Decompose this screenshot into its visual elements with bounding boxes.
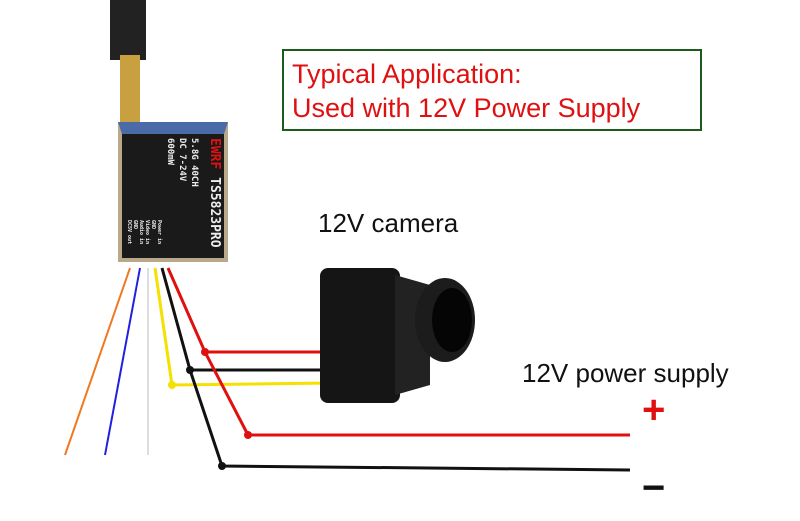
- title-line-1: Typical Application:: [292, 59, 522, 89]
- blue-wire: [104, 267, 141, 456]
- black-wire-camera: [160, 267, 330, 372]
- junction-dot: [168, 381, 176, 389]
- orange-wire: [64, 267, 131, 456]
- spec: 5.8G 40CH: [189, 138, 199, 187]
- sma-connector: [120, 55, 140, 125]
- module-specs: 5.8G 40CH DC 7-24V 600mW: [164, 138, 200, 187]
- yellow-wire: [153, 267, 331, 387]
- brand: EWRF: [207, 138, 222, 170]
- video-transmitter-module: EWRF TS5823PRO 5.8G 40CH DC 7-24V 600mW …: [118, 122, 228, 262]
- junction-dot: [244, 431, 252, 439]
- module-pins: Power in GND Video in Audio in GND DC5V …: [126, 220, 162, 244]
- power-supply-label: 12V power supply: [522, 358, 729, 388]
- title-line-2: Used with 12V Power Supply: [292, 93, 641, 123]
- junction-dot: [218, 462, 226, 470]
- pin-label: DC5V out: [126, 220, 132, 245]
- spec: DC 7-24V: [177, 138, 187, 182]
- plus-sign: +: [642, 388, 666, 432]
- camera-label: 12V camera: [318, 208, 459, 238]
- antenna: [110, 0, 146, 60]
- pin-label: Audio in: [138, 220, 144, 245]
- red-wire-camera: [166, 267, 330, 354]
- model: TS5823PRO: [207, 177, 222, 248]
- junction-dot: [186, 366, 194, 374]
- pin-label: Video in: [144, 220, 150, 245]
- junction-dot: [201, 348, 209, 356]
- spec: 600mW: [165, 138, 175, 166]
- pin-label: Power in: [156, 220, 162, 245]
- module-brand-model: EWRF TS5823PRO: [207, 138, 222, 248]
- minus-sign: −: [642, 466, 666, 510]
- camera: [320, 268, 475, 403]
- title-box: Typical Application: Used with 12V Power…: [282, 49, 702, 131]
